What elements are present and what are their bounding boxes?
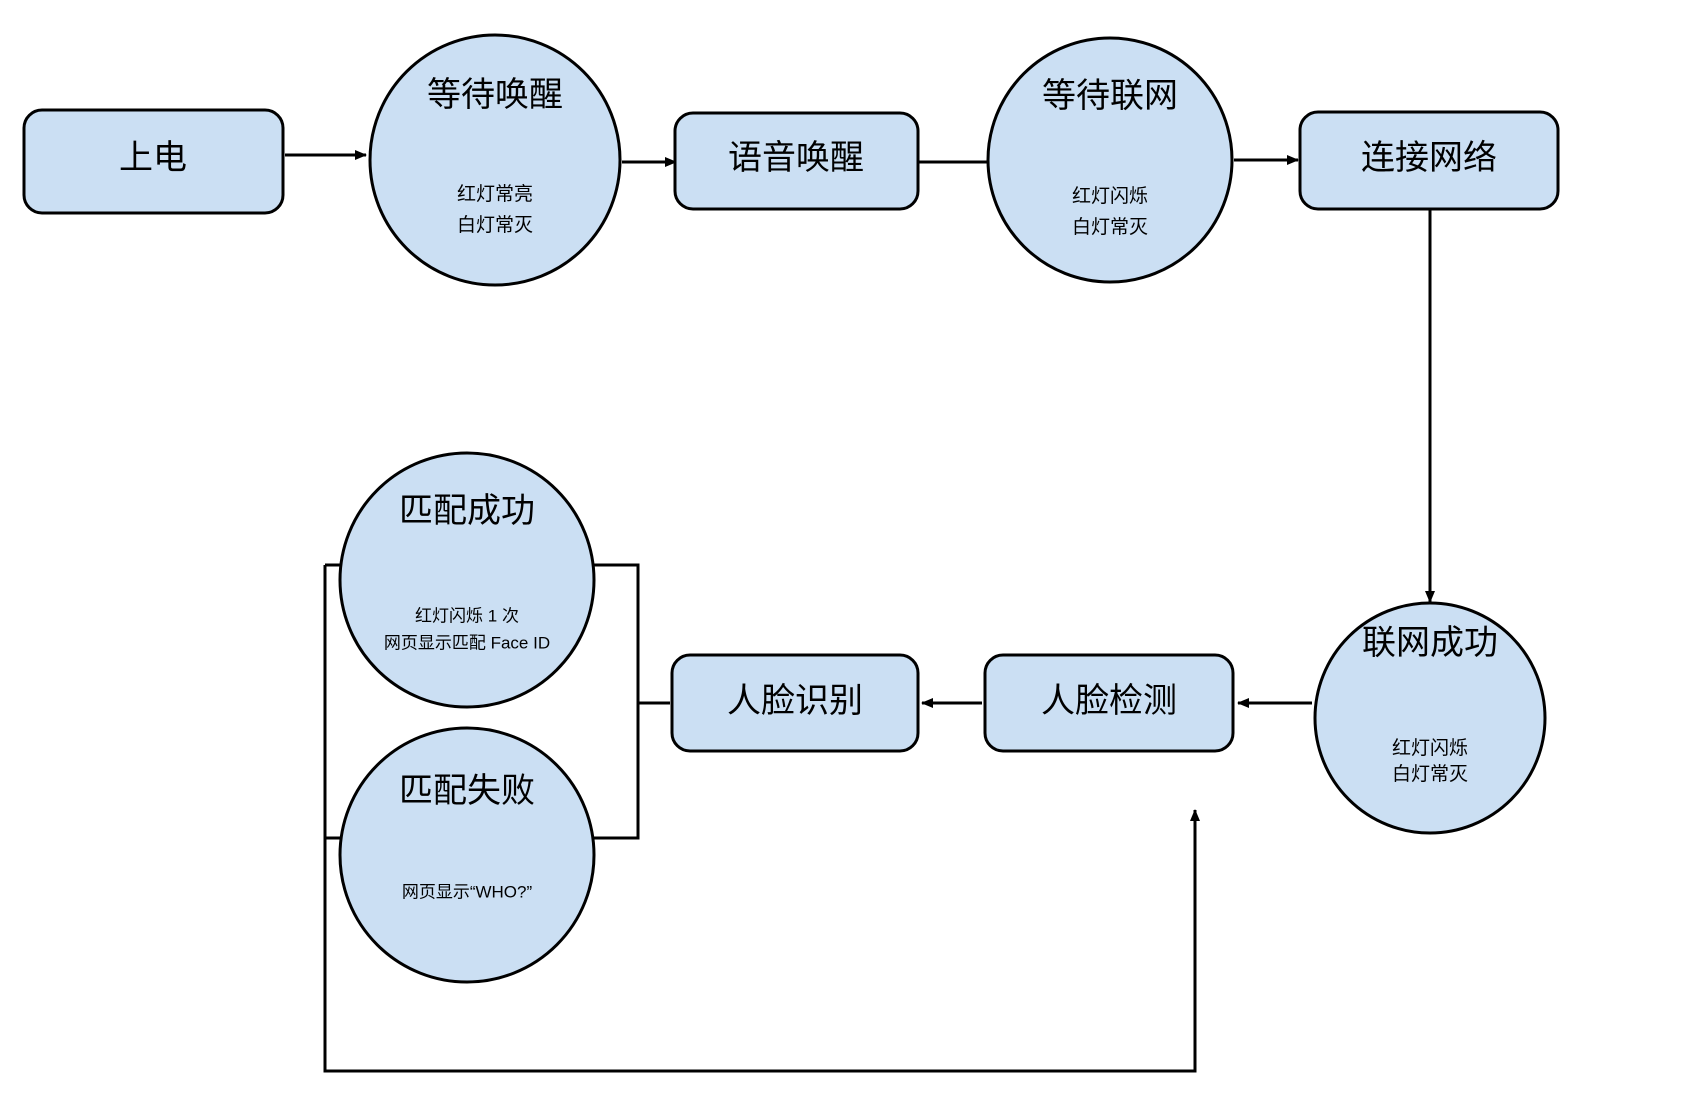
node-face-detect-label: 人脸检测 <box>1041 682 1177 720</box>
node-face-recognize[interactable]: 人脸识别 <box>670 653 920 753</box>
node-await-wake-shape[interactable] <box>368 33 622 287</box>
node-match-success-sub-line-1: 红灯闪烁 1 次 <box>415 606 519 625</box>
node-match-success-shape[interactable] <box>338 451 596 709</box>
node-network-success-shape[interactable] <box>1313 601 1547 835</box>
node-match-fail[interactable]: 匹配失败 网页显示“WHO?” <box>338 726 596 984</box>
node-match-fail-label: 匹配失败 <box>399 772 535 810</box>
node-match-fail-shape[interactable] <box>338 726 596 984</box>
node-await-network-sub-line-2: 白灯常灭 <box>1072 216 1148 238</box>
node-face-recognize-label: 人脸识别 <box>727 682 863 720</box>
node-power-on-label: 上电 <box>119 139 187 177</box>
node-await-wake-sub-line-2: 白灯常灭 <box>457 214 533 236</box>
node-power-on-shape[interactable] <box>22 108 285 215</box>
node-network-success-sub-line-1: 红灯闪烁 <box>1392 737 1468 759</box>
node-voice-wake-shape[interactable] <box>673 111 920 211</box>
node-connect-network-shape[interactable] <box>1298 110 1560 211</box>
node-await-network-label: 等待联网 <box>1042 77 1178 115</box>
node-await-wake[interactable]: 等待唤醒 红灯常亮 白灯常灭 <box>368 33 622 287</box>
node-match-fail-sub-line-1: 网页显示“WHO?” <box>402 882 533 901</box>
node-network-success-sub-line-2: 白灯常灭 <box>1392 763 1468 785</box>
node-await-wake-sub-line-1: 红灯常亮 <box>457 183 533 205</box>
node-voice-wake-label: 语音唤醒 <box>728 139 864 177</box>
node-match-success[interactable]: 匹配成功 红灯闪烁 1 次 网页显示匹配 Face ID <box>338 451 596 709</box>
node-power-on[interactable]: 上电 <box>22 108 285 215</box>
node-await-network-shape[interactable] <box>986 36 1234 284</box>
node-face-recognize-shape[interactable] <box>670 653 920 753</box>
node-await-network[interactable]: 等待联网 红灯闪烁 白灯常灭 <box>986 36 1234 284</box>
node-match-success-label: 匹配成功 <box>399 492 535 530</box>
edge-match-fail-to-face-detect <box>323 809 1200 1073</box>
node-await-wake-label: 等待唤醒 <box>427 76 563 114</box>
node-face-detect-shape[interactable] <box>983 653 1235 753</box>
node-network-success-label: 联网成功 <box>1362 624 1498 662</box>
node-match-success-sub-line-2: 网页显示匹配 Face ID <box>384 633 550 652</box>
node-connect-network-label: 连接网络 <box>1361 139 1497 177</box>
node-network-success[interactable]: 联网成功 红灯闪烁 白灯常灭 <box>1313 601 1547 835</box>
node-voice-wake[interactable]: 语音唤醒 <box>673 111 920 211</box>
node-face-detect[interactable]: 人脸检测 <box>983 653 1235 753</box>
node-connect-network[interactable]: 连接网络 <box>1298 110 1560 211</box>
node-await-network-sub-line-1: 红灯闪烁 <box>1072 185 1148 207</box>
